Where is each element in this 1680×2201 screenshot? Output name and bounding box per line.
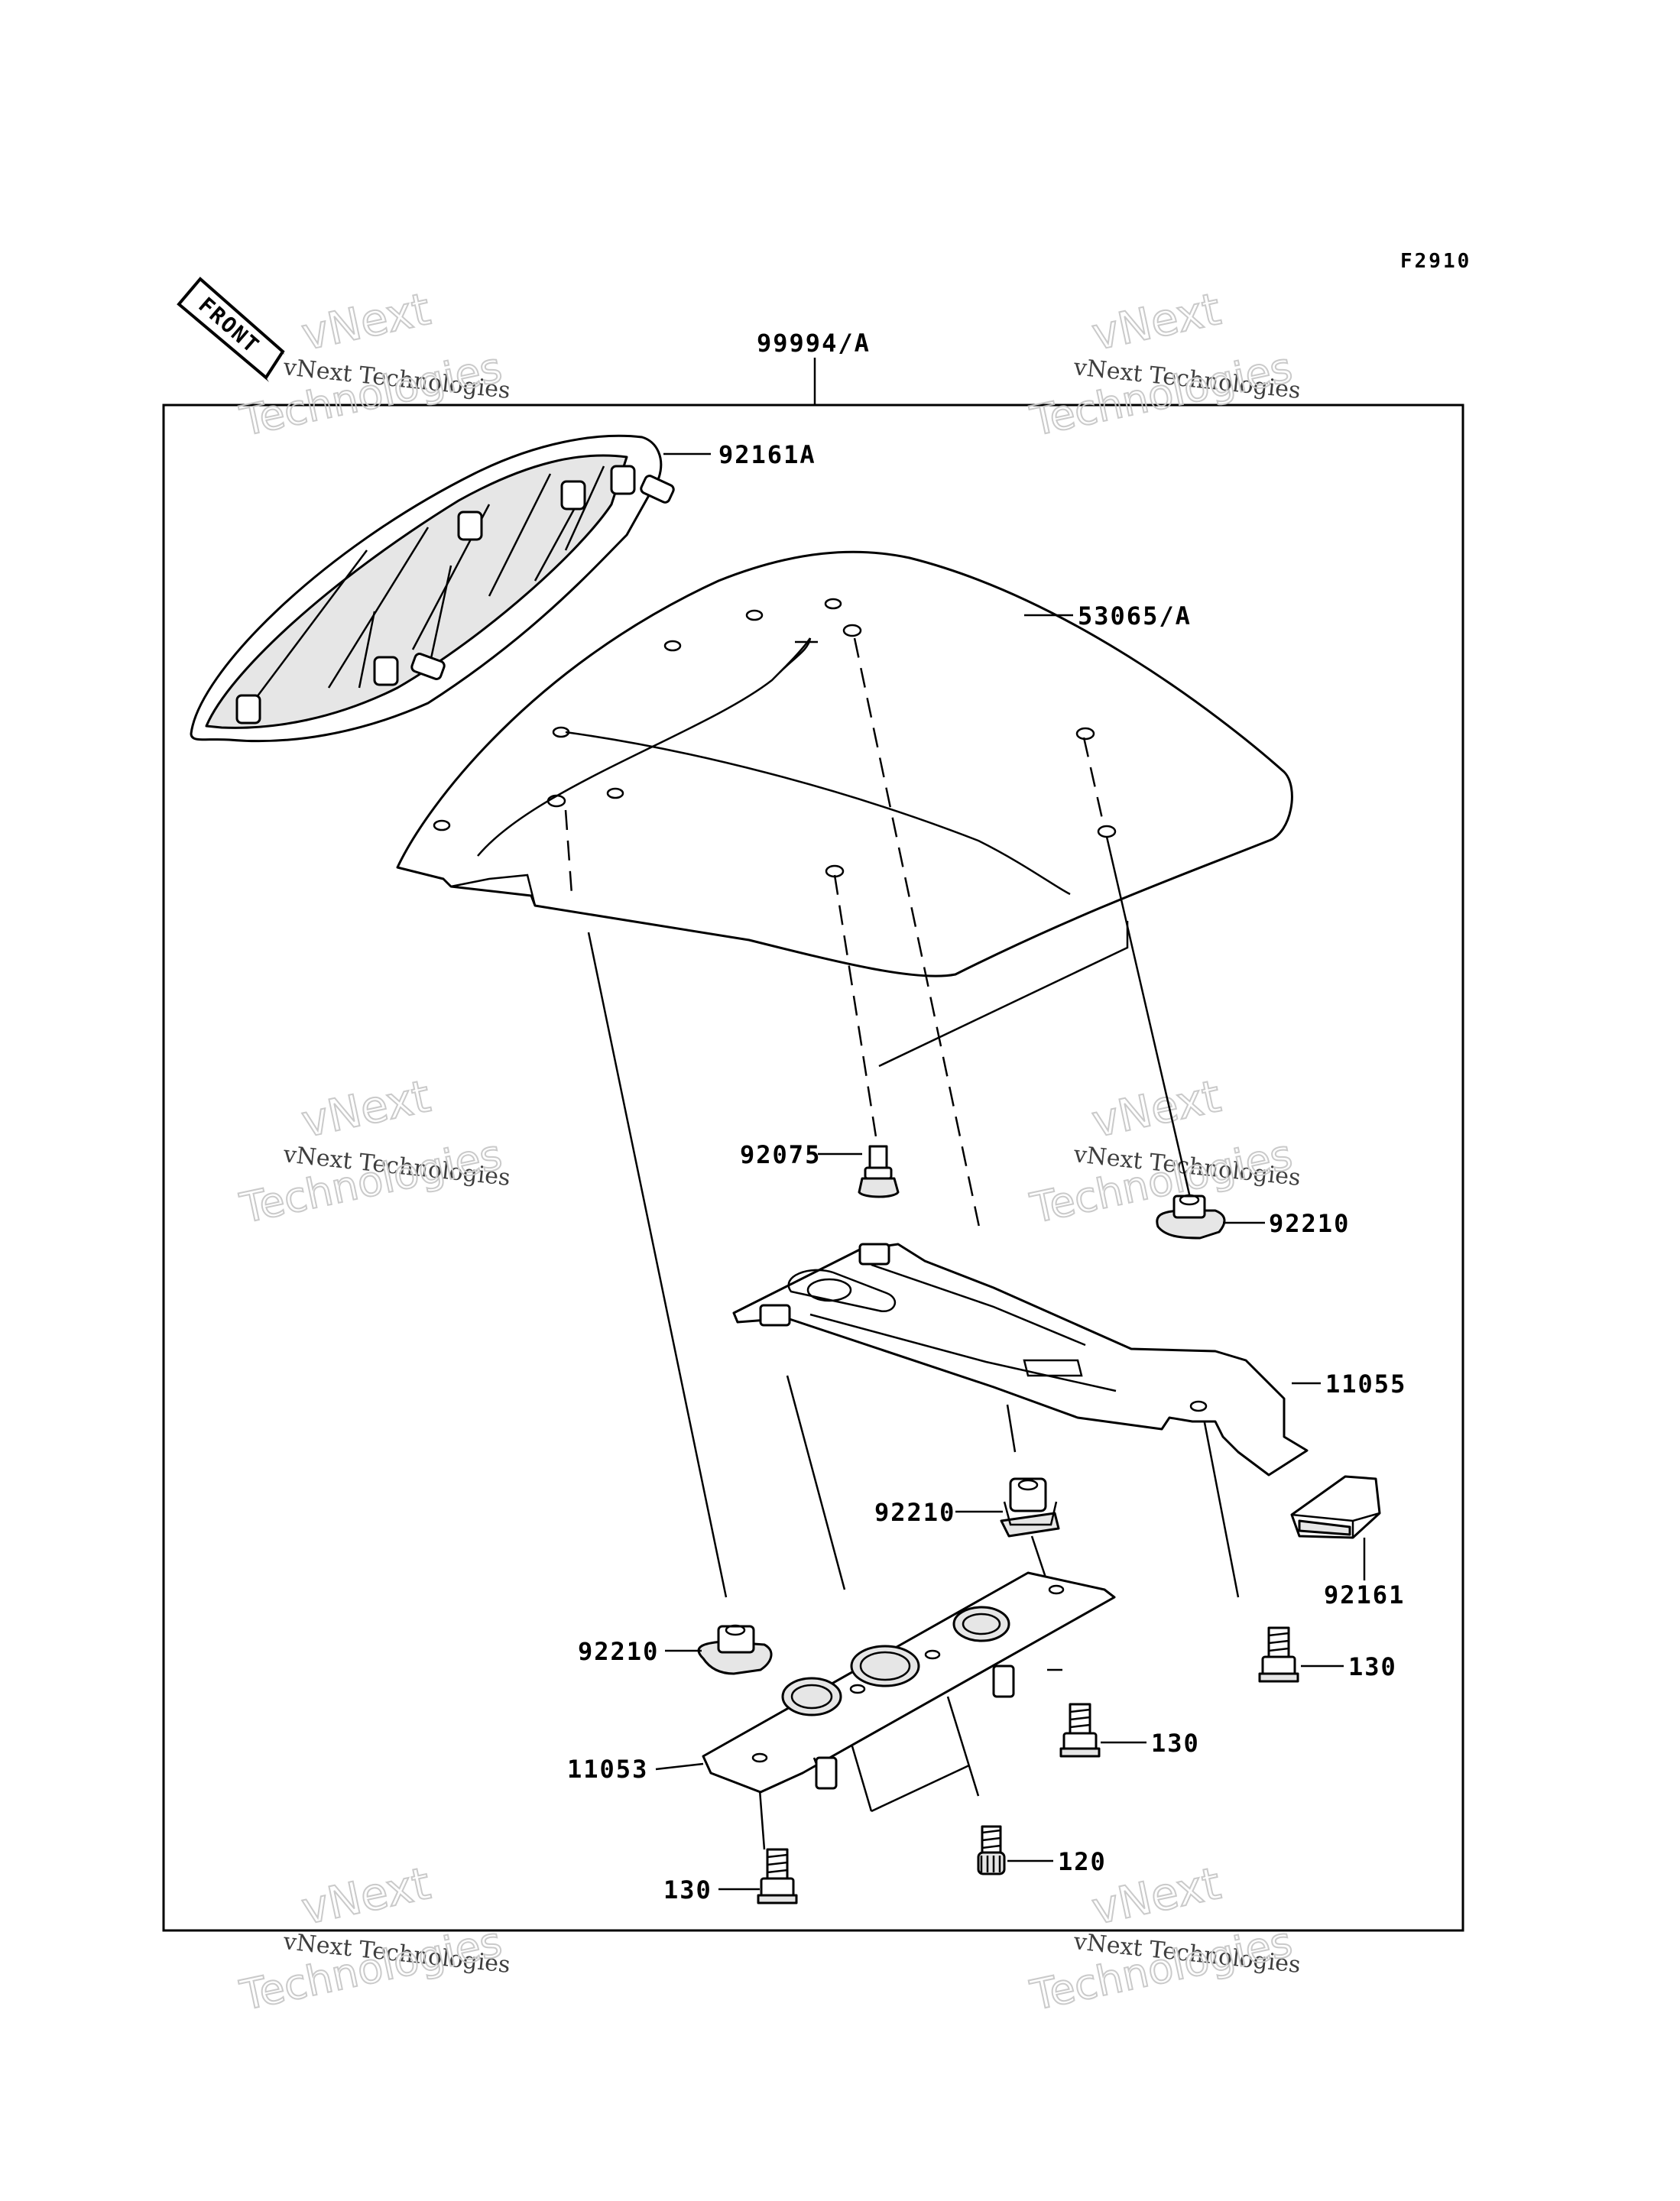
screw-120-part (977, 1825, 1006, 1875)
grommet-92075-part (858, 1145, 900, 1198)
bracket-11055-part (732, 1243, 1309, 1477)
part-label-p6: 92210 (874, 1498, 955, 1527)
watermark-tr: vNext vNext Technologies Technologies (1026, 282, 1302, 446)
part-label-p3: 92075 (740, 1140, 821, 1169)
plate-11053-part (702, 1571, 1116, 1794)
bolt-130-bottom-part (757, 1848, 798, 1904)
seat-cover-holes (433, 598, 1117, 878)
watermark-br: vNext vNext Technologies Technologies (1026, 1856, 1302, 2021)
part-label-p4: 92210 (1269, 1209, 1350, 1238)
seat-pad-mount-pegs (235, 465, 675, 724)
bolt-130-middle-part (1059, 1703, 1101, 1758)
seat-cover-part (396, 550, 1293, 977)
rubber-pad-92161-part (1290, 1475, 1381, 1539)
assembly-label: 99994/A (757, 329, 871, 358)
svg-text:vNext: vNext (297, 283, 435, 361)
nut-92210-upper-part (1156, 1194, 1226, 1240)
svg-text:vNext: vNext (297, 1070, 435, 1148)
watermark-bl: vNext vNext Technologies Technologies (235, 1856, 512, 2021)
diagram-code: F2910 (1400, 250, 1471, 273)
svg-text:Technologies: Technologies (1026, 1917, 1296, 2020)
watermark-tl: vNext vNext Technologies Technologies (235, 282, 512, 446)
part-label-p1: 92161A (718, 440, 816, 469)
assembly-frame (162, 404, 1464, 1932)
svg-text:vNext: vNext (1088, 283, 1225, 361)
svg-text:vNext: vNext (297, 1857, 435, 1935)
svg-text:Technologies: Technologies (1026, 343, 1296, 446)
watermark-mr: vNext vNext Technologies Technologies (1026, 1069, 1302, 1233)
bolt-130-right-part (1258, 1626, 1299, 1683)
part-label-p12: 120 (1058, 1847, 1107, 1876)
leader-p10 (655, 1762, 704, 1771)
part-label-p13: 130 (663, 1875, 712, 1904)
svg-text:Technologies: Technologies (236, 1917, 506, 2020)
part-label-p5: 11055 (1325, 1370, 1406, 1399)
part-label-p11: 130 (1151, 1729, 1200, 1758)
nut-92210-middle-part (1000, 1477, 1060, 1538)
part-label-p8: 92210 (578, 1637, 659, 1666)
front-arrow-icon: FRONT (177, 277, 285, 382)
part-label-p2: 53065/A (1078, 601, 1192, 630)
svg-text:vNext: vNext (1088, 1070, 1225, 1148)
svg-text:Technologies: Technologies (236, 1130, 506, 1233)
part-label-p10: 11053 (567, 1755, 648, 1784)
part-label-p9: 130 (1348, 1652, 1397, 1681)
nut-92210-lower-part (697, 1624, 773, 1675)
part-label-p7: 92161 (1324, 1580, 1405, 1609)
alignment-lines (564, 637, 1240, 1850)
watermark-ml: vNext vNext Technologies Technologies (235, 1069, 512, 1233)
seat-pad-part (190, 434, 675, 743)
svg-text:vNext: vNext (1088, 1857, 1225, 1935)
